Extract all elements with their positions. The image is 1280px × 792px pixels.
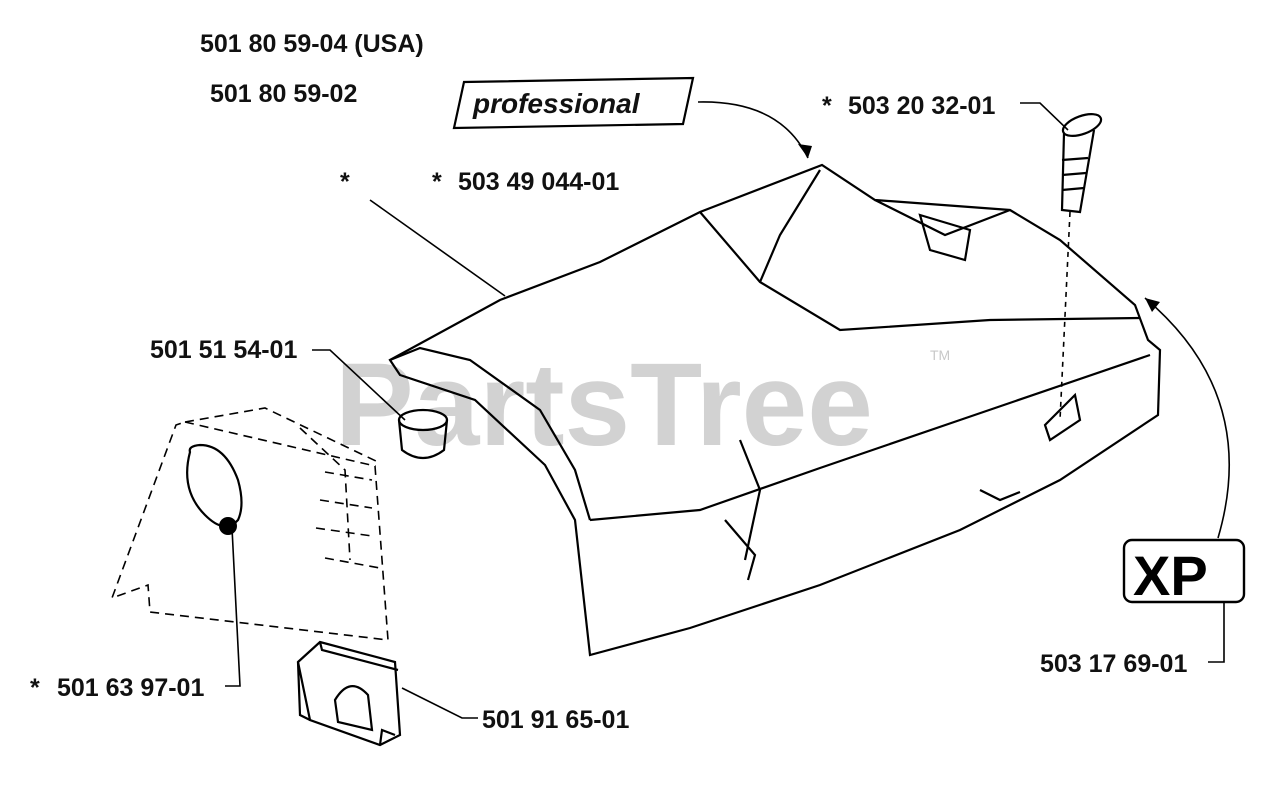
star-503-20-32-01: * xyxy=(822,92,832,120)
leader-503-20-32-01 xyxy=(1020,102,1069,131)
part-label-503-49-044-01: 503 49 044-01 xyxy=(458,168,619,196)
star-503-49-044-01: * xyxy=(432,168,442,196)
professional-text: professional xyxy=(472,88,641,119)
part-label-501-51-54-01: 501 51 54-01 xyxy=(150,336,297,364)
part-label-501-63-97-01: 501 63 97-01 xyxy=(57,674,204,702)
xp-leader xyxy=(1144,297,1230,539)
loop-part xyxy=(186,443,243,535)
leader-503-49-044-01 xyxy=(369,199,506,297)
part-label-503-17-69-01: 503 17 69-01 xyxy=(1040,650,1187,678)
part-label-501-91-65-01: 501 91 65-01 xyxy=(482,706,629,734)
watermark-trademark: TM xyxy=(930,347,950,363)
clamp-part xyxy=(296,640,402,747)
dashed-housing-outline xyxy=(110,407,389,641)
professional-badge: professional xyxy=(452,76,695,130)
lone-asterisk: * xyxy=(340,168,350,196)
watermark-text: PartsTree xyxy=(335,339,873,471)
part-label-501-80-59-04: 501 80 59-04 (USA) xyxy=(200,30,424,58)
leader-501-91-65-01 xyxy=(401,687,478,719)
leader-503-17-69-01 xyxy=(1208,602,1225,663)
screw-part xyxy=(1059,113,1103,421)
star-501-63-97-01: * xyxy=(30,674,40,702)
xp-badge: XP xyxy=(1122,538,1246,607)
part-label-503-20-32-01: 503 20 32-01 xyxy=(848,92,995,120)
leader-501-63-97-01 xyxy=(225,527,241,687)
cylinder-cover xyxy=(388,163,1162,657)
plug-part xyxy=(397,408,449,460)
professional-leader xyxy=(697,101,809,159)
leader-501-51-54-01 xyxy=(312,349,406,421)
xp-text: XP xyxy=(1133,544,1208,607)
part-label-501-80-59-02: 501 80 59-02 xyxy=(210,80,357,108)
